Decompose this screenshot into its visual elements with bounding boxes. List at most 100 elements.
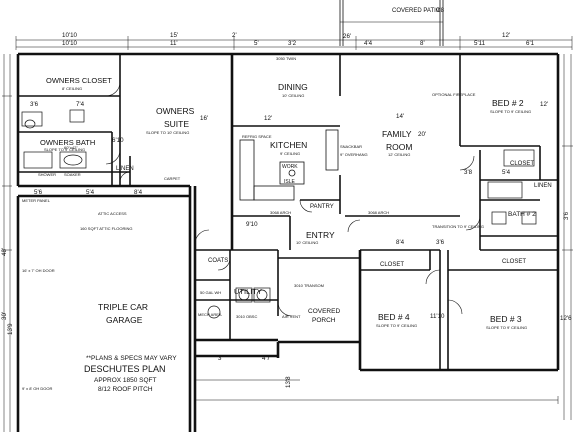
dim-11: 11' bbox=[170, 40, 178, 47]
dining-window: 3050 TWIN bbox=[276, 56, 296, 61]
bed4-slope: SLOPE TO 9' CEILING bbox=[376, 323, 417, 328]
closet-b4: CLOSET bbox=[380, 262, 404, 268]
owners-bath-label: OWNERS BATH bbox=[40, 138, 95, 147]
dim-4-4: 4'4 bbox=[364, 40, 373, 47]
utility-fixtures bbox=[207, 287, 271, 319]
linen-left: LINEN bbox=[116, 166, 134, 172]
coats-label: COATS bbox=[208, 258, 228, 264]
door-swings bbox=[105, 81, 481, 317]
garage-door-1: 16' x 7' OH DOOR bbox=[22, 268, 55, 273]
exterior-walls bbox=[16, 52, 560, 432]
right-dimension-lines bbox=[562, 54, 573, 420]
dim-10-10-b: 10'10 bbox=[62, 40, 78, 47]
closet-r2: CLOSET bbox=[502, 259, 526, 265]
interior-walls bbox=[18, 54, 558, 370]
dim-3-6: 3'6 bbox=[30, 101, 39, 108]
family-ceiling: 12' CEILING bbox=[388, 152, 410, 157]
air-vent: AIR VENT bbox=[282, 314, 301, 319]
entry-label: ENTRY bbox=[306, 230, 335, 240]
dim-5-6: 5'6 bbox=[34, 189, 43, 196]
dim-13-9: 13'9 bbox=[7, 323, 14, 335]
dim-30: 30' bbox=[1, 312, 8, 320]
dining-ceiling: 10' CEILING bbox=[282, 93, 304, 98]
bed3-label: BED # 3 bbox=[490, 314, 522, 324]
top-dim: 26' bbox=[343, 33, 351, 40]
owners-bath-slope: SLOPE TO 9' CEILING bbox=[44, 147, 85, 152]
overhang: 9" OVERHANG bbox=[340, 152, 368, 157]
meter-panel: METER PANEL bbox=[22, 198, 51, 203]
dim-5-11: 5'11 bbox=[474, 40, 486, 47]
plan-name: DESCHUTES PLAN bbox=[84, 364, 166, 374]
dim-9-8: 9'8 bbox=[436, 7, 445, 14]
garage-door-2: 9' x 8' OH DOOR bbox=[22, 386, 53, 391]
dim-5-4: 5'4 bbox=[86, 189, 95, 196]
bed2-slope: SLOPE TO 9' CEILING bbox=[490, 109, 531, 114]
transition: TRANSITION TO 9' CEILING bbox=[432, 224, 484, 229]
bed4-label: BED # 4 bbox=[378, 312, 410, 322]
garage-label-1: TRIPLE CAR bbox=[98, 302, 148, 312]
plan-sqft: APPROX 1850 SQFT bbox=[94, 377, 157, 384]
fireplace: OPTIONAL FIREPLACE bbox=[432, 92, 476, 97]
bottom-dimension-lines bbox=[194, 376, 559, 404]
owners-suite-label-2: SUITE bbox=[164, 119, 189, 129]
dim-15: 15' bbox=[170, 32, 178, 39]
covered-patio-outline bbox=[339, 0, 444, 46]
dim-48: 48' bbox=[1, 248, 8, 256]
garage-label-2: GARAGE bbox=[106, 315, 143, 325]
family-label-2: ROOM bbox=[386, 142, 412, 152]
linen-right: LINEN bbox=[534, 183, 552, 189]
attic-flooring: 160 SQFT ATTIC FLOORING bbox=[80, 226, 133, 231]
soaker-label: SOAKER bbox=[64, 172, 81, 177]
dim-3-2: 3'2 bbox=[288, 40, 297, 47]
mech-area: MECH AREA bbox=[198, 312, 222, 317]
dim-5-4-b: 5'4 bbox=[502, 169, 511, 176]
dim-8-4-b: 8'4 bbox=[396, 239, 405, 246]
dim-9-10: 9'10 bbox=[246, 221, 258, 228]
dim-12: 12' bbox=[502, 32, 510, 39]
snackbar: SNACKBAR bbox=[340, 144, 362, 149]
owners-carpet: CARPET bbox=[164, 176, 181, 181]
dim-3-6-b: 3'6 bbox=[436, 239, 445, 246]
family-label-1: FAMILY bbox=[382, 129, 412, 139]
dim-8: 8' bbox=[420, 40, 425, 47]
bath2-label: BATH # 2 bbox=[508, 211, 536, 218]
water-heater: 50 GAL WH bbox=[200, 290, 221, 295]
dim-20: 20' bbox=[418, 131, 426, 138]
arch-kitchen: 3068 ARCH bbox=[270, 210, 291, 215]
closet-r1: CLOSET bbox=[510, 161, 534, 167]
dim-38: 3'6 bbox=[563, 211, 570, 220]
tub-size: 60"x42" bbox=[64, 145, 78, 150]
dim-6-1: 6'1 bbox=[526, 40, 535, 47]
dining-label: DINING bbox=[278, 82, 308, 92]
covered-patio-label: COVERED PATIO bbox=[392, 8, 441, 14]
pantry-label: PANTRY bbox=[310, 204, 334, 210]
bed3-slope: SLOPE TO 9' CEILING bbox=[486, 325, 527, 330]
dim-16: 16' bbox=[200, 115, 208, 122]
dim-5: 5' bbox=[254, 40, 259, 47]
dim-11-10: 11'10 bbox=[430, 313, 445, 320]
work-isle-1: WORK bbox=[282, 164, 298, 170]
attic-access: ATTIC ACCESS bbox=[98, 211, 127, 216]
bed2-label: BED # 2 bbox=[492, 98, 524, 108]
dim-12-bed2: 12' bbox=[540, 101, 548, 108]
dim-14: 14' bbox=[396, 113, 404, 120]
shower-label: SHOWER bbox=[38, 172, 56, 177]
covered-porch-2: PORCH bbox=[312, 317, 336, 324]
plans-notice: **PLANS & SPECS MAY VARY bbox=[86, 355, 177, 362]
transom: 3010 TRANSOM bbox=[294, 283, 324, 288]
plan-text: COVERED PATIO 26' 10'10 10'10 15' 2' 11'… bbox=[1, 7, 572, 393]
entry-ceiling: 10' CEILING bbox=[296, 240, 318, 245]
dim-4-7: 4'7 bbox=[262, 355, 271, 362]
covered-porch-1: COVERED bbox=[308, 308, 340, 315]
dim-13-8: 13'8 bbox=[285, 376, 292, 388]
utility-label: UTILITY bbox=[234, 287, 262, 296]
bath-fixtures bbox=[21, 109, 537, 225]
dim-6-10: 6'10 bbox=[112, 137, 124, 144]
arch-family: 3068 ARCH bbox=[368, 210, 389, 215]
owners-closet-ceiling: 8' CEILING bbox=[62, 86, 82, 91]
dim-12-kitchen: 12' bbox=[264, 115, 272, 122]
owners-closet-label: OWNERS CLOSET bbox=[46, 76, 112, 85]
owners-suite-label-1: OWNERS bbox=[156, 106, 195, 116]
dim-12-6: 12'6 bbox=[560, 315, 572, 322]
